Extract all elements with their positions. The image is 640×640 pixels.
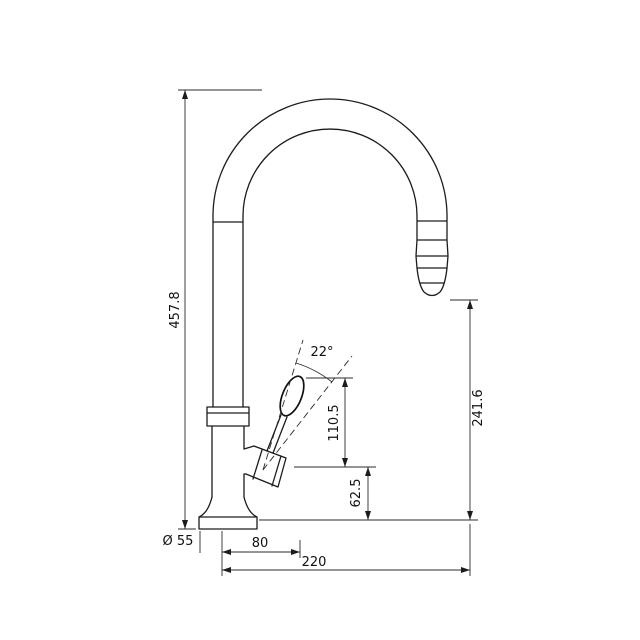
dim-label-spout-to-base: 241.6 — [471, 389, 486, 426]
arrowhead-up — [467, 300, 473, 309]
valve-housing — [243, 445, 287, 488]
arrowhead-up — [342, 378, 348, 387]
arrowhead-down — [342, 458, 348, 467]
handle-axis-dashed-line — [262, 339, 304, 471]
arrowhead-left — [222, 549, 231, 555]
spout-inner-arc — [242, 128, 418, 217]
spout-outer-arc — [212, 98, 448, 217]
dimension-total-height: 457.8 — [168, 89, 262, 530]
spray-head — [415, 239, 449, 269]
dimension-body-height: 62.5 — [349, 467, 371, 520]
dimension-handle-height: 110.5 — [294, 377, 376, 468]
dim-label-spout-reach: 220 — [302, 555, 327, 570]
arrowhead-right — [291, 549, 300, 555]
arrowhead-right — [461, 567, 470, 573]
faucet-outline — [198, 98, 449, 530]
collar — [206, 406, 250, 427]
dim-label-handle-reach: 80 — [252, 536, 269, 551]
angle-arc — [295, 362, 333, 383]
dimension-spout-to-base: 241.6 — [259, 299, 486, 521]
dimension-handle-reach: 80 — [221, 531, 301, 576]
handle-angle-construction: 22° — [262, 339, 353, 471]
arrowhead-down — [182, 520, 188, 529]
dim-label-total-height: 457.8 — [168, 291, 183, 328]
handle-knob — [279, 375, 305, 417]
arrowhead-down — [467, 511, 473, 520]
spray-tube — [416, 215, 448, 241]
dim-label-body-height: 62.5 — [349, 479, 364, 508]
dimension-spout-reach: 220 — [222, 524, 471, 576]
arrowhead-up — [365, 467, 371, 476]
arrowhead-up — [182, 90, 188, 99]
arrowhead-down — [365, 511, 371, 520]
handle-swing-dashed-line — [262, 355, 353, 471]
base-flare — [198, 496, 258, 530]
dim-label-handle-angle: 22° — [310, 345, 333, 360]
arrowhead-left — [222, 567, 231, 573]
dim-label-base-diameter: Ø 55 — [163, 534, 194, 549]
dimension-base-diameter: Ø 55 — [163, 531, 201, 553]
dim-label-handle-height: 110.5 — [327, 404, 342, 441]
spray-tip — [416, 267, 448, 297]
